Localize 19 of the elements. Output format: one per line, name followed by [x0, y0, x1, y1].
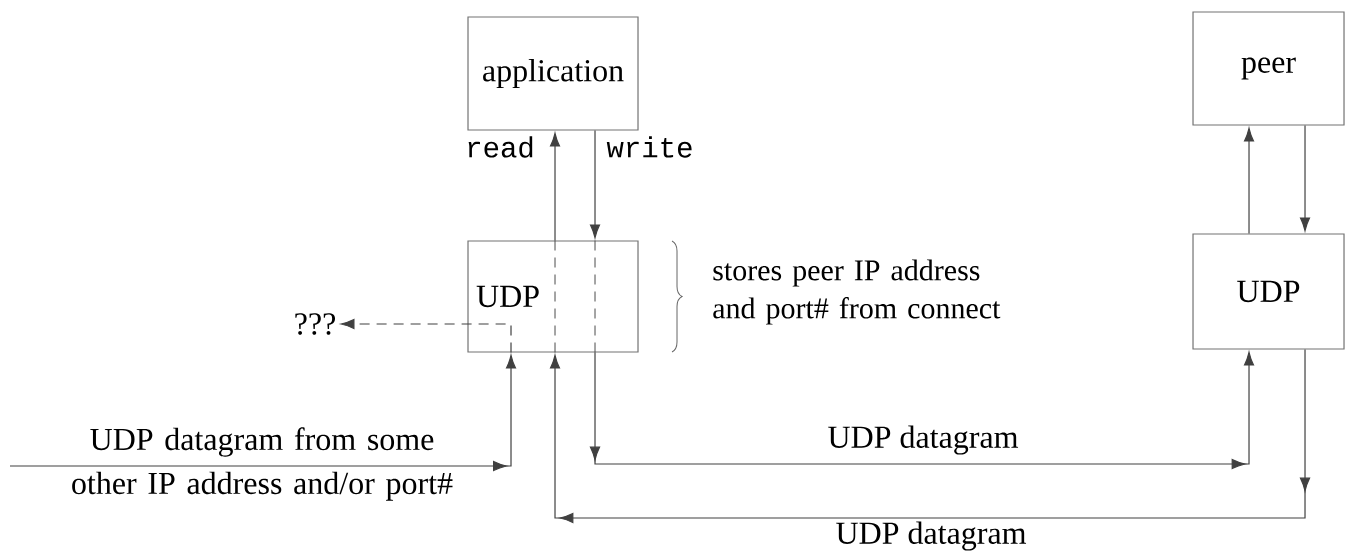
edge-label: UDP datagram from some other IP address and/or port# — [72, 427, 453, 501]
component-box: UDP — [1192, 233, 1345, 350]
note-text: stores peer IP address and port# from connect — [713, 259, 1001, 325]
edge-label: UDP datagram — [828, 425, 1019, 455]
component-box: UDP — [467, 240, 639, 353]
component-box: peer — [1192, 11, 1345, 126]
arrow — [9, 354, 517, 472]
arrow — [340, 318, 512, 354]
arrow — [549, 132, 561, 241]
endpoint-label: ??? — [295, 313, 335, 335]
arrow — [549, 349, 1311, 524]
edge-label: UDP datagram — [836, 521, 1027, 551]
edge-label: write — [606, 136, 692, 158]
edge-label: read — [468, 136, 533, 158]
arrow — [1243, 127, 1255, 234]
arrow — [589, 351, 1255, 470]
arrow — [589, 130, 601, 239]
arrow — [1299, 125, 1311, 232]
component-box: application — [467, 16, 639, 131]
